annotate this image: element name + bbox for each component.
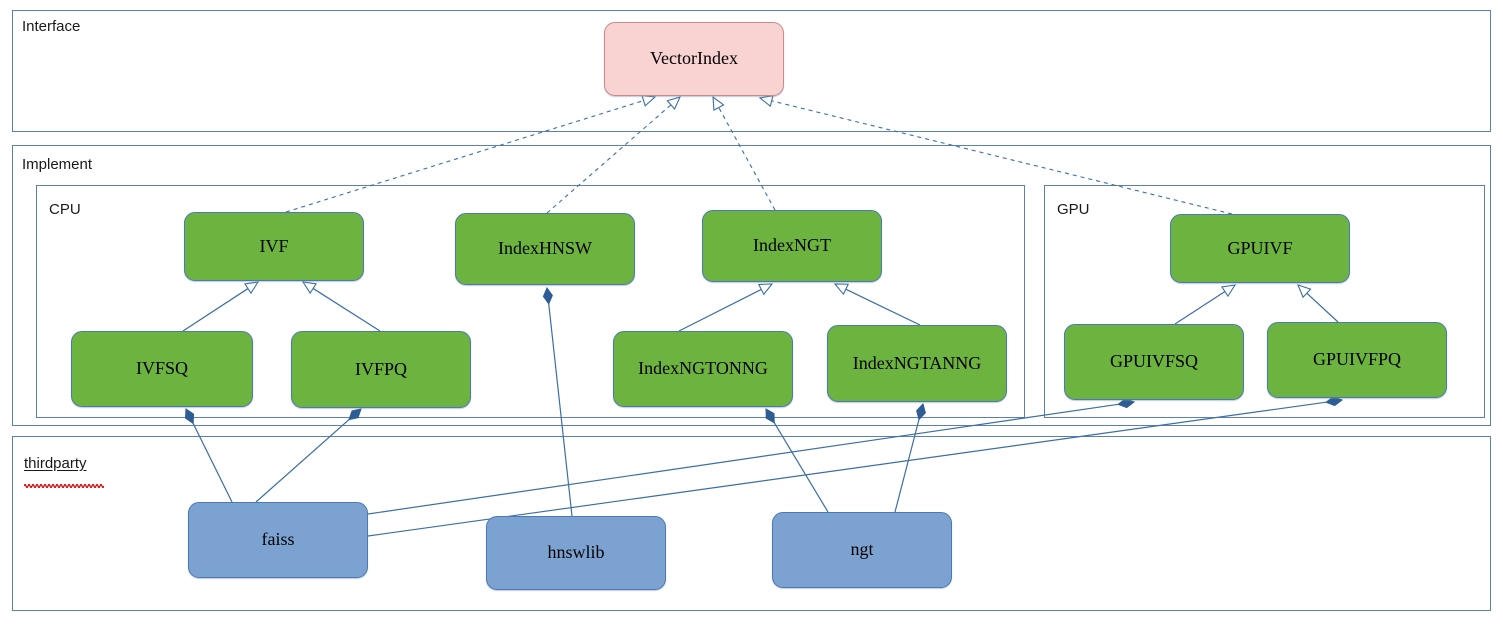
container-label-interface: Interface	[22, 18, 81, 35]
node-gpuivf[interactable]: GPUIVF	[1170, 214, 1350, 283]
node-gpuivfsq[interactable]: GPUIVFSQ	[1064, 324, 1244, 400]
node-indexngtanng[interactable]: IndexNGTANNG	[827, 325, 1007, 402]
node-label-ivf: IVF	[259, 235, 289, 256]
node-label-indexhnsw: IndexHNSW	[498, 238, 592, 259]
node-label-gpuivf: GPUIVF	[1227, 237, 1293, 258]
node-label-hnswlib: hnswlib	[547, 542, 605, 563]
node-ivfsq[interactable]: IVFSQ	[71, 331, 253, 407]
node-ngt[interactable]: ngt	[772, 512, 952, 588]
node-hnswlib[interactable]: hnswlib	[486, 516, 666, 590]
node-label-vectorindex: VectorIndex	[650, 48, 738, 69]
container-label-thirdparty: thirdparty	[24, 455, 87, 472]
node-ivfpq[interactable]: IVFPQ	[291, 331, 471, 408]
container-label-implement: Implement	[22, 156, 93, 173]
node-gpuivfpq[interactable]: GPUIVFPQ	[1267, 322, 1447, 398]
node-faiss[interactable]: faiss	[188, 502, 368, 578]
container-label-gpu: GPU	[1057, 201, 1090, 218]
node-label-indexngt: IndexNGT	[753, 235, 831, 256]
node-vectorindex[interactable]: VectorIndex	[604, 22, 784, 96]
node-label-faiss: faiss	[261, 529, 295, 550]
node-label-gpuivfsq: GPUIVFSQ	[1109, 351, 1199, 372]
node-label-ivfpq: IVFPQ	[354, 358, 407, 379]
node-label-gpuivfpq: GPUIVFPQ	[1312, 349, 1402, 370]
node-indexngtonng[interactable]: IndexNGTONNG	[613, 331, 793, 407]
node-indexngt[interactable]: IndexNGT	[702, 210, 882, 282]
node-indexhnsw[interactable]: IndexHNSW	[455, 213, 635, 285]
node-ivf[interactable]: IVF	[184, 212, 364, 281]
container-label-cpu: CPU	[49, 201, 81, 218]
node-label-ngt: ngt	[850, 539, 874, 560]
node-label-indexngtonng: IndexNGTONNG	[638, 358, 768, 379]
node-label-ivfsq: IVFSQ	[135, 358, 188, 379]
node-label-indexngtanng: IndexNGTANNG	[852, 352, 982, 373]
